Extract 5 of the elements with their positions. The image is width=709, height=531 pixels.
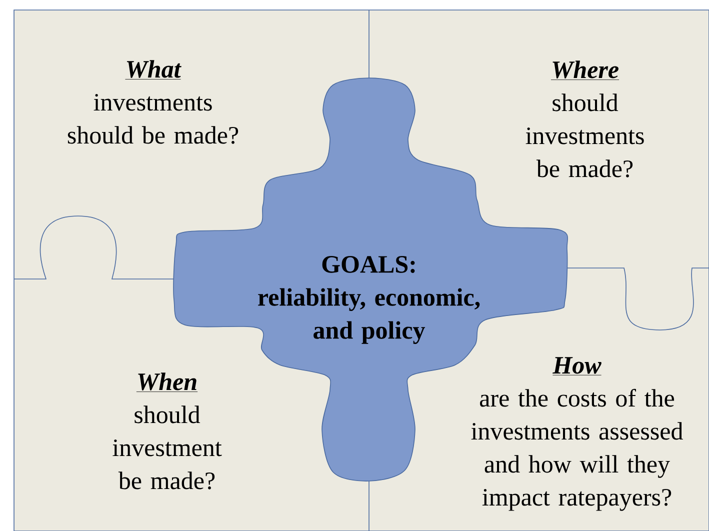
question-text: How are the costs of the investments assessed and how will they impact ratepayers?: [471, 357, 683, 511]
question-text: Where should investments be made?: [526, 60, 644, 178]
goal-text: GOALS: reliability, economic, and policy: [258, 256, 480, 344]
question-text: When should investment be made?: [112, 372, 222, 490]
question-text: What investments should be made?: [68, 60, 238, 144]
